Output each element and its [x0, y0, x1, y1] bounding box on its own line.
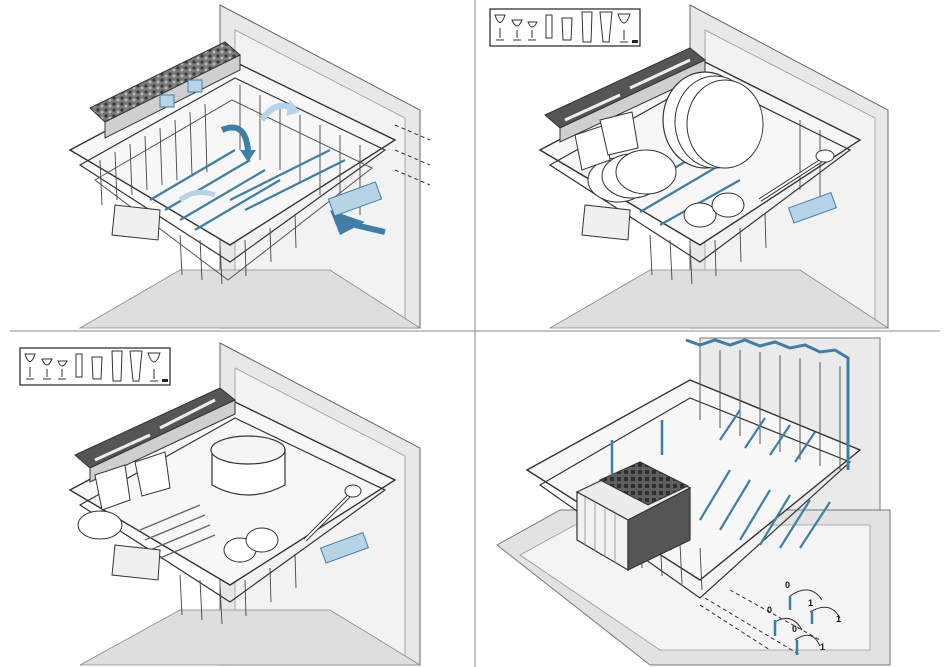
glass-legend — [20, 348, 170, 385]
tine-label-0-c: 0 — [792, 624, 797, 634]
glass-legend — [490, 9, 640, 46]
tumbler-icon — [562, 18, 572, 40]
tine-label-1-a: 1 — [808, 598, 813, 608]
cocktail-glass-icon — [546, 15, 552, 38]
panel-top-left — [70, 5, 430, 328]
panel-top-right — [490, 5, 888, 328]
tine-label-0-b: 0 — [767, 605, 772, 615]
cooking-pot — [211, 436, 285, 495]
tine-label-0-a: 0 — [785, 580, 790, 590]
tall-glass-icon — [582, 12, 592, 42]
tall-glass-icon — [112, 351, 122, 381]
cocktail-glass-icon — [76, 354, 82, 377]
tine-label-1-b: 1 — [836, 614, 841, 624]
panel-bottom-right: 0 1 0 1 0 1 — [497, 338, 890, 665]
tumbler-icon — [92, 357, 102, 379]
panel-bottom-left — [20, 343, 420, 665]
tine-label-1-c: 1 — [820, 642, 825, 652]
